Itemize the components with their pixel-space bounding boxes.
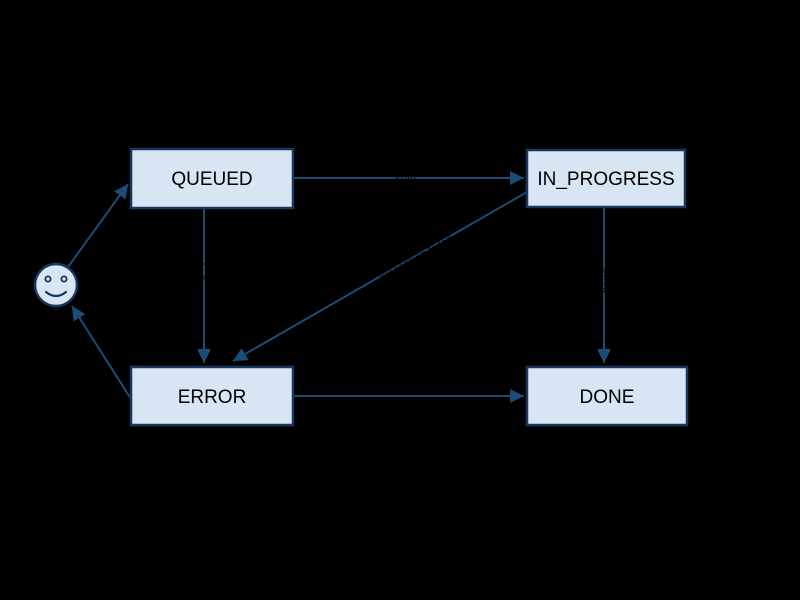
smiley-face-icon xyxy=(33,262,79,308)
initial-state-node xyxy=(33,262,79,308)
in-progress-label: IN_PROGRESS xyxy=(537,169,674,190)
edge-in-progress-to-error xyxy=(232,191,528,362)
edge-error-to-initial xyxy=(71,305,132,400)
edge-label-cancelled: cancelled xyxy=(202,263,214,309)
edge-label-processing-failed: processing failed xyxy=(378,233,456,285)
edge-label-start: start xyxy=(395,173,416,185)
state-node-queued: QUEUED xyxy=(129,147,295,210)
smiley-left-eye xyxy=(44,275,52,283)
queued-label: QUEUED xyxy=(171,169,252,190)
smiley-right-eye xyxy=(60,275,68,283)
state-node-done: DONE xyxy=(525,365,689,427)
done-box xyxy=(525,365,689,427)
edge-label-finish: finish xyxy=(601,267,613,293)
in-progress-box xyxy=(525,148,687,209)
smiley-mouth xyxy=(44,290,68,298)
state-node-in-progress: IN_PROGRESS xyxy=(525,148,687,209)
queued-box xyxy=(129,147,295,210)
done-label: DONE xyxy=(580,387,635,408)
state-node-error: ERROR xyxy=(129,365,295,427)
error-box xyxy=(129,365,295,427)
error-label: ERROR xyxy=(178,387,247,408)
edge-initial-to-queued xyxy=(67,183,129,268)
